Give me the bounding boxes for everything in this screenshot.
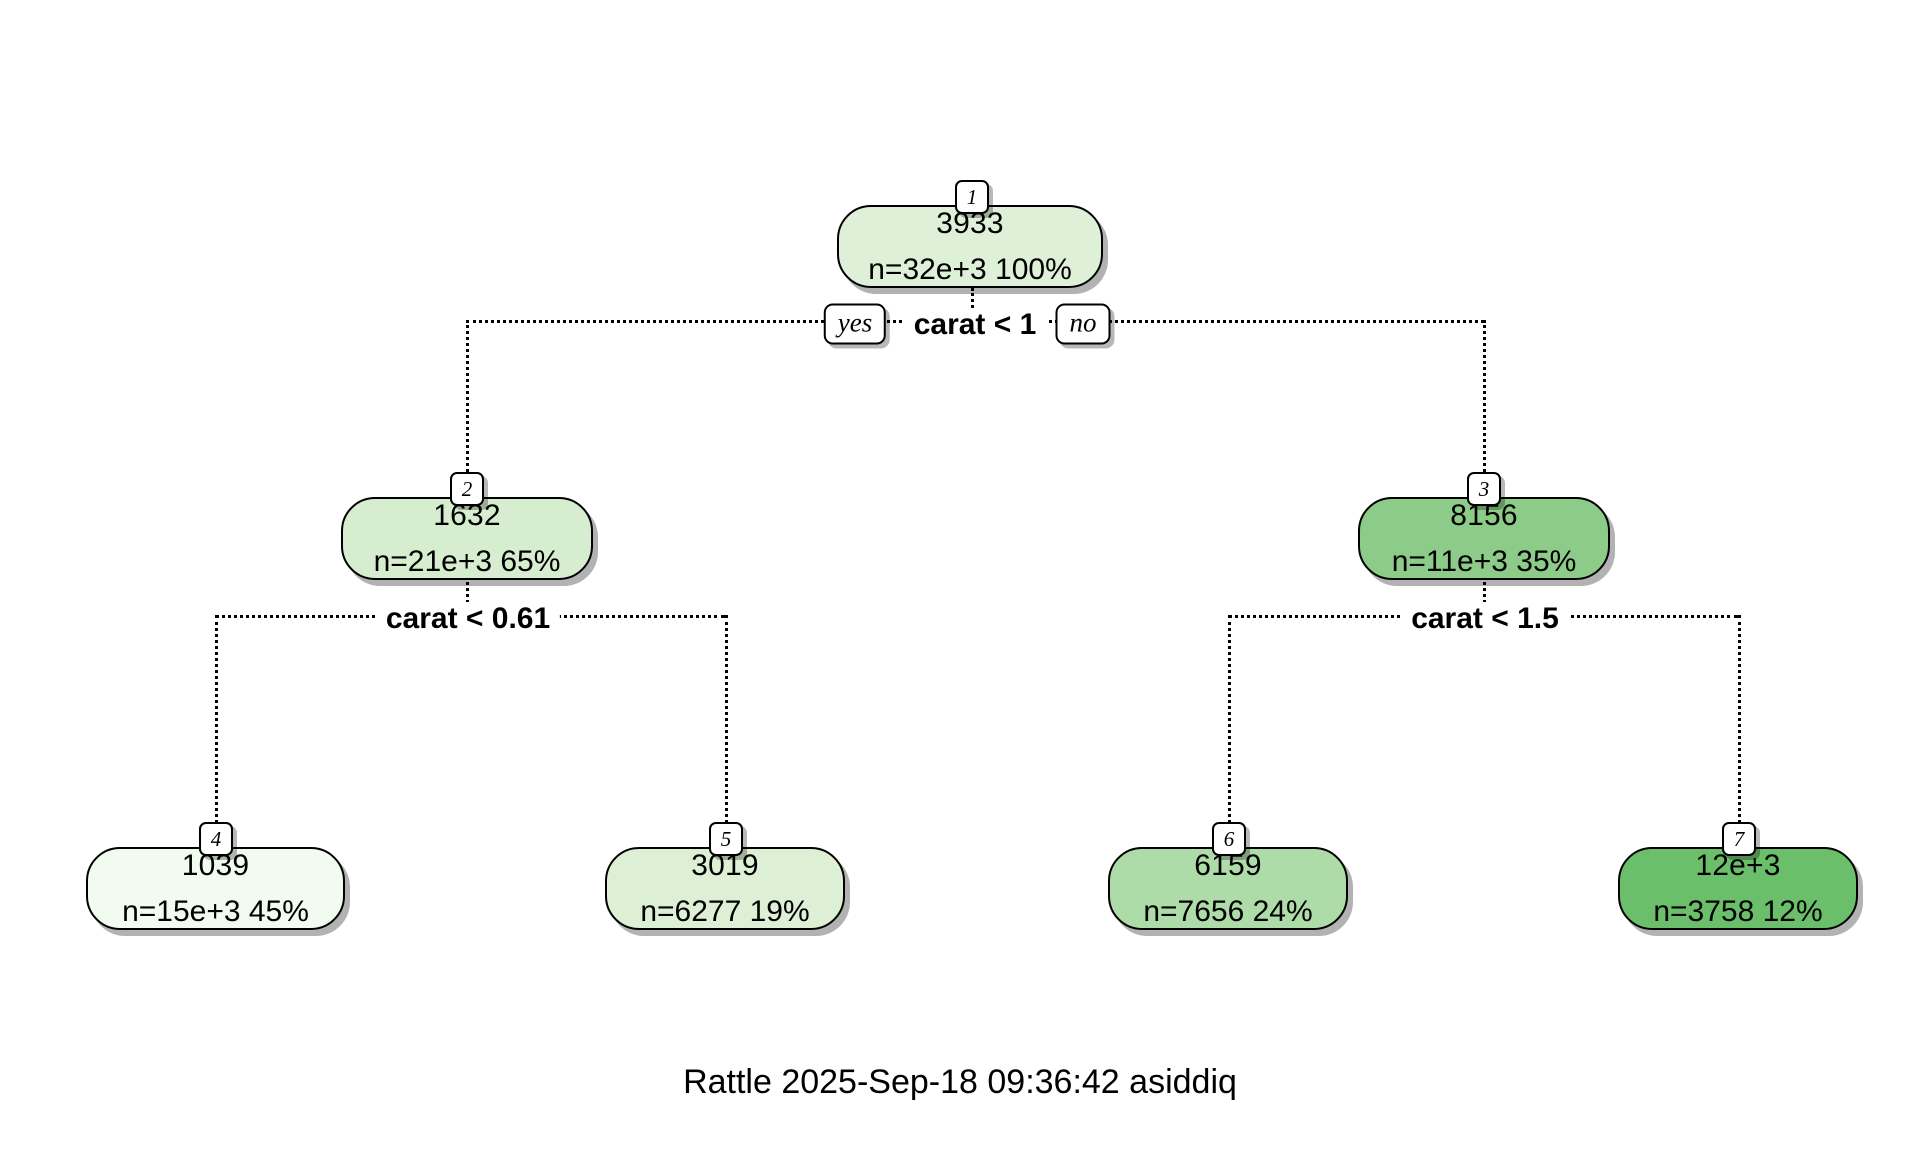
node-badge-2: 2 [450,472,484,506]
connector-node2-stub [466,582,469,615]
tree-node-6[interactable]: 6159 n=7656 24% [1108,847,1348,930]
connector-node3-to-node6 [1228,615,1231,830]
connector-node3-stub [1483,582,1486,615]
node-badge-5: 5 [709,822,743,856]
node-badge-6: 6 [1212,822,1246,856]
tree-node-5[interactable]: 3019 n=6277 19% [605,847,845,930]
plot-caption: Rattle 2025-Sep-18 09:36:42 asiddiq [683,1063,1237,1101]
connector-node2-to-node5 [725,615,728,830]
tree-node-7[interactable]: 12e+3 n=3758 12% [1618,847,1858,930]
node-stats-7: n=3758 12% [1653,894,1823,928]
node-badge-3: 3 [1467,472,1501,506]
node-badge-1: 1 [955,180,989,214]
tree-node-3[interactable]: 8156 n=11e+3 35% [1358,497,1610,580]
node-stats-6: n=7656 24% [1143,894,1313,928]
node-stats-3: n=11e+3 35% [1391,544,1577,578]
node-stats-5: n=6277 19% [640,894,810,928]
tree-node-1[interactable]: 3933 n=32e+3 100% [837,205,1103,288]
split-label-left: carat < 0.61 [375,602,561,636]
connector-root-stub [971,288,974,320]
node-stats-2: n=21e+3 65% [373,544,561,578]
split-label-root: carat < 1 [903,308,1047,342]
connector-root-to-node2 [466,320,469,478]
connector-root-to-node3 [1483,320,1486,478]
node-stats-4: n=15e+3 45% [122,894,309,928]
connector-node3-to-node7 [1738,615,1741,830]
node-stats-1: n=32e+3 100% [868,252,1072,286]
node-badge-4: 4 [199,822,233,856]
node-badge-7: 7 [1722,822,1756,856]
split-no-label: no [1055,303,1111,345]
tree-node-2[interactable]: 1632 n=21e+3 65% [341,497,593,580]
tree-node-4[interactable]: 1039 n=15e+3 45% [86,847,345,930]
split-label-right: carat < 1.5 [1401,602,1569,636]
connector-node2-to-node4 [215,615,218,830]
split-yes-label: yes [823,303,887,345]
